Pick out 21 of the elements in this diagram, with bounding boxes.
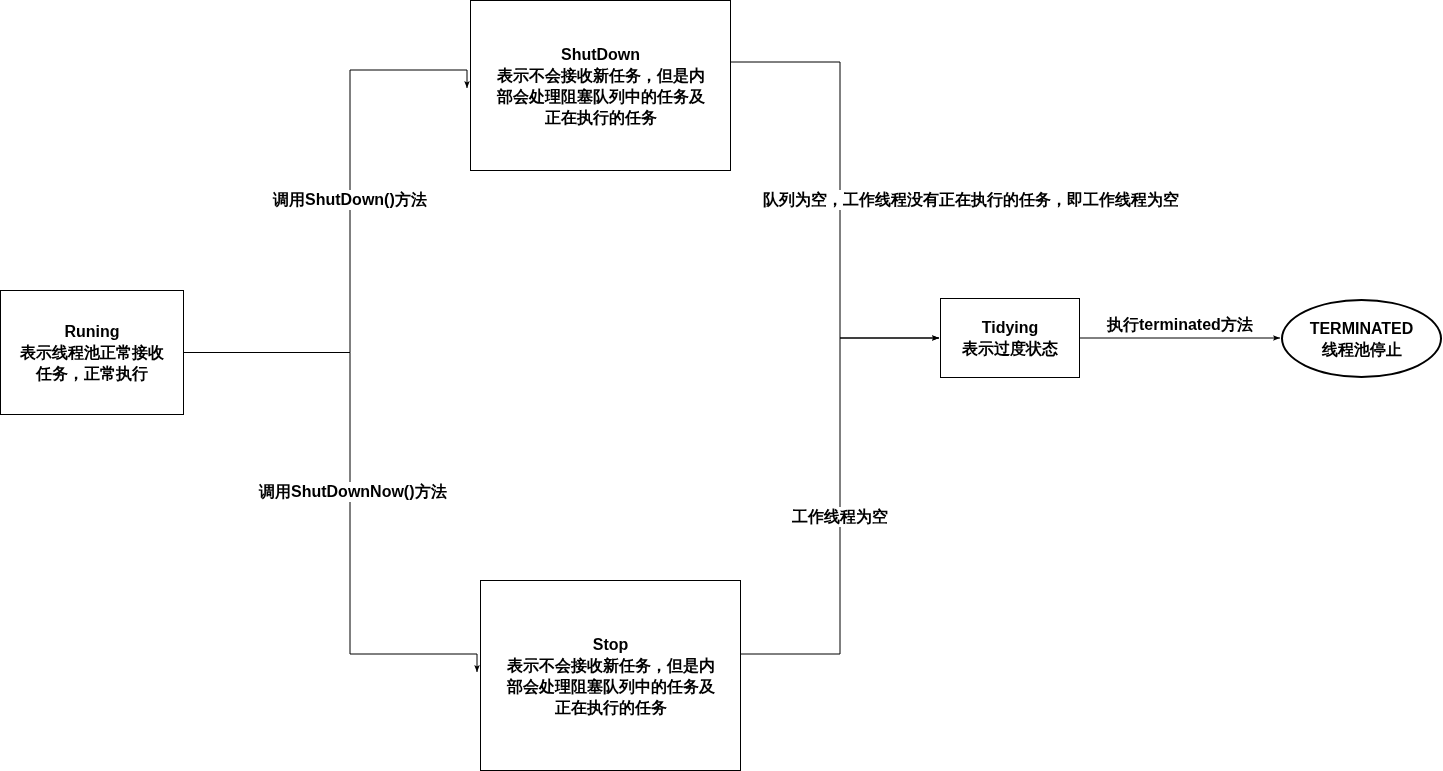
- state-description: 表示不会接收新任务，但是内部会处理阻塞队列中的任务及正在执行的任务: [495, 65, 706, 128]
- state-box: [940, 298, 1080, 378]
- edge-label: 调用ShutDownNow()方法: [258, 482, 448, 502]
- state-description: 表示过度状态: [962, 339, 1058, 359]
- state-name: Tidying: [981, 318, 1039, 338]
- arrow: [1079, 335, 1281, 341]
- state-name: ShutDown: [560, 44, 641, 65]
- edge-label: 工作线程为空: [791, 507, 889, 527]
- state-name: TERMINATED: [1309, 318, 1414, 339]
- state-name: Runing: [64, 322, 120, 342]
- state-box: [0, 290, 184, 415]
- state-description: 线程池停止: [1321, 339, 1402, 360]
- edge-label: 调用ShutDown()方法: [272, 190, 428, 210]
- state-box: [480, 580, 741, 771]
- state-box: [470, 0, 731, 171]
- state-description: 表示不会接收新任务，但是内部会处理阻塞队列中的任务及正在执行的任务: [505, 655, 716, 718]
- edge-label: 队列为空，工作线程没有正在执行的任务，即工作线程为空: [762, 190, 1180, 210]
- arrow: [740, 335, 940, 655]
- state-description: 表示线程池正常接收任务，正常执行: [19, 343, 165, 384]
- state-name: Stop: [592, 634, 629, 655]
- edge-label: 执行terminated方法: [1106, 315, 1254, 335]
